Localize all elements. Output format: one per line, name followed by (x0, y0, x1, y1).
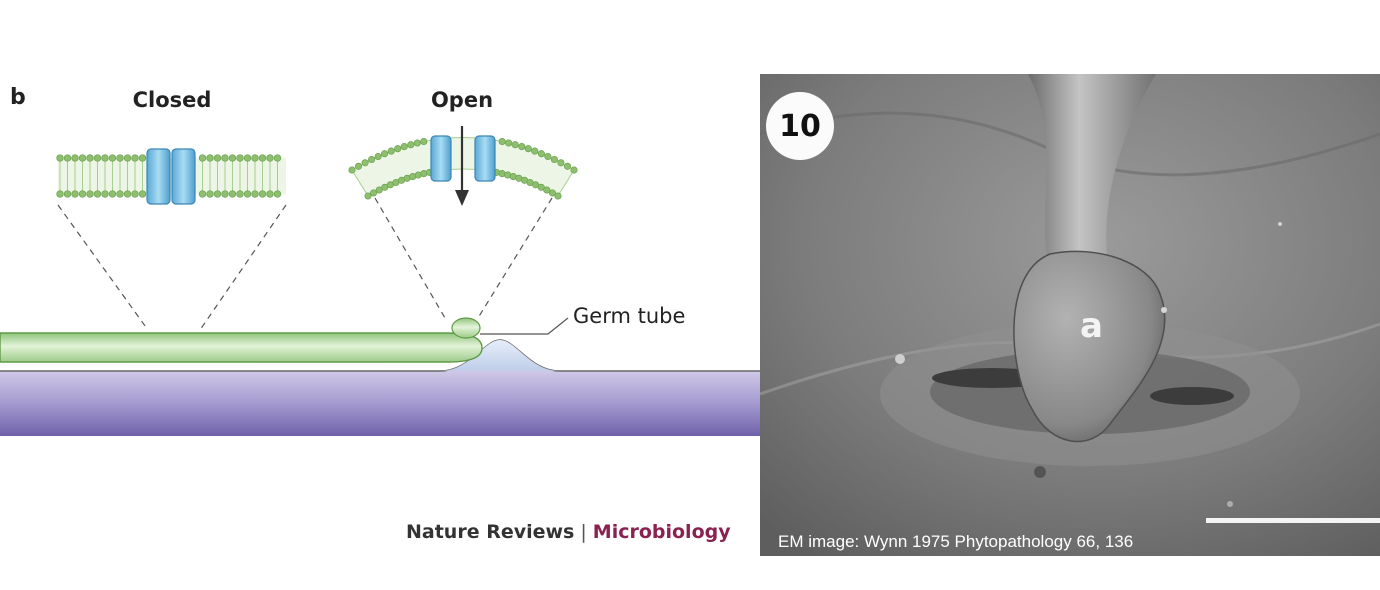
scale-bar (1206, 518, 1380, 523)
open-channel (430, 135, 496, 182)
em-image-panel: 10 a EM image: Wynn 1975 Phytopathology … (760, 74, 1380, 556)
journal-name: Nature Reviews (406, 521, 575, 543)
panel-letter: b (10, 85, 26, 110)
stomatal-ridge (440, 340, 560, 371)
journal-credit: Nature Reviews|Microbiology (406, 521, 731, 543)
zoom-guides (57, 197, 553, 331)
closed-channel (146, 148, 196, 205)
germ-tube-leader (480, 317, 569, 335)
leaf-surface (0, 339, 760, 436)
em-image-credit: EM image: Wynn 1975 Phytopathology 66, 1… (778, 532, 1134, 551)
germ-tube (0, 332, 483, 363)
germ-tube-label: Germ tube (573, 304, 685, 328)
figure-number-badge: 10 (766, 92, 834, 160)
open-membrane (348, 126, 578, 206)
stomatal-sensing-diagram: b Closed Open (0, 85, 760, 436)
em-micrograph (760, 74, 1380, 556)
closed-membrane (56, 148, 286, 205)
journal-subject: Microbiology (592, 521, 731, 543)
ion-flow-arrow (455, 126, 469, 206)
credit-separator: | (580, 521, 587, 543)
appressorium-label: a (1080, 306, 1103, 346)
closed-label: Closed (133, 88, 212, 112)
open-label: Open (431, 88, 493, 112)
